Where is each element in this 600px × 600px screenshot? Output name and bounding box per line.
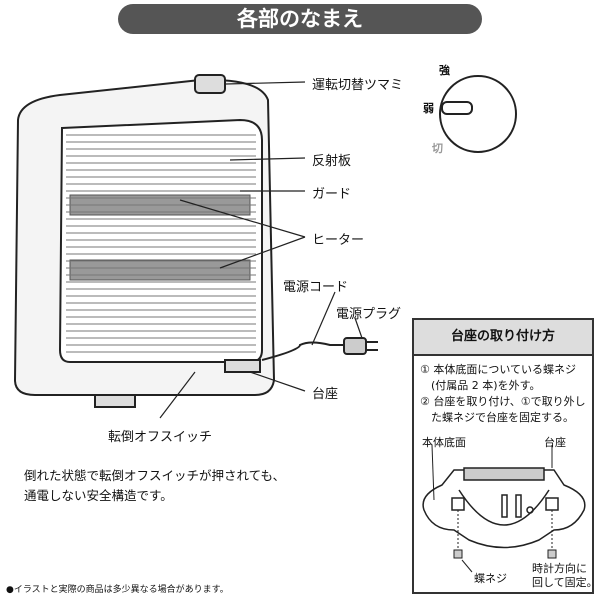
safety-note-line: 通電しない安全構造です。 — [24, 488, 173, 503]
heater-illustration — [13, 74, 378, 419]
turn-note: 時計方向に 回して固定。 — [532, 562, 598, 590]
label-stand-box: 台座 — [544, 436, 566, 449]
safety-note-line: 倒れた状態で転倒オフスイッチが押されても、 — [24, 468, 286, 483]
page-title: 各部のなまえ — [118, 4, 482, 34]
step-line: (付属品 2 本)を外す。 — [420, 379, 541, 392]
label-guard: ガード — [312, 187, 352, 202]
dial-off: 切 — [432, 142, 443, 155]
label-heater: ヒーター — [312, 233, 365, 248]
label-cord: 電源コード — [283, 280, 349, 295]
step-line: ① 本体底面についている蝶ネジ — [420, 363, 577, 376]
label-reflector: 反射板 — [312, 154, 352, 169]
label-stand: 台座 — [312, 387, 339, 402]
dial-weak: 弱 — [423, 102, 434, 115]
label-tip-switch: 転倒オフスイッチ — [108, 430, 213, 445]
safety-note: 倒れた状態で転倒オフスイッチが押されても、 通電しない安全構造です。 — [24, 466, 285, 506]
step-line: た蝶ネジで台座を固定する。 — [420, 411, 574, 424]
label-plug: 電源プラグ — [336, 307, 402, 322]
dial-strong: 強 — [439, 64, 450, 77]
label-bottom: 本体底面 — [422, 436, 466, 449]
label-screw: 蝶ネジ — [474, 572, 507, 585]
step-line: ② 台座を取り付け、①で取り外し — [420, 395, 586, 408]
turn-note-line: 回して固定。 — [532, 576, 598, 589]
footnote: ●イラストと実際の商品は多少異なる場合があります。 — [6, 585, 229, 595]
dial-icon — [439, 75, 517, 153]
turn-note-line: 時計方向に — [532, 562, 587, 575]
stand-instructions-box: 台座の取り付け方 ① 本体底面についている蝶ネジ (付属品 2 本)を外す。 ②… — [412, 318, 598, 594]
label-knob: 運転切替ツマミ — [312, 78, 404, 93]
stand-bottom-diagram — [422, 444, 586, 573]
stand-box-title: 台座の取り付け方 — [414, 320, 592, 356]
